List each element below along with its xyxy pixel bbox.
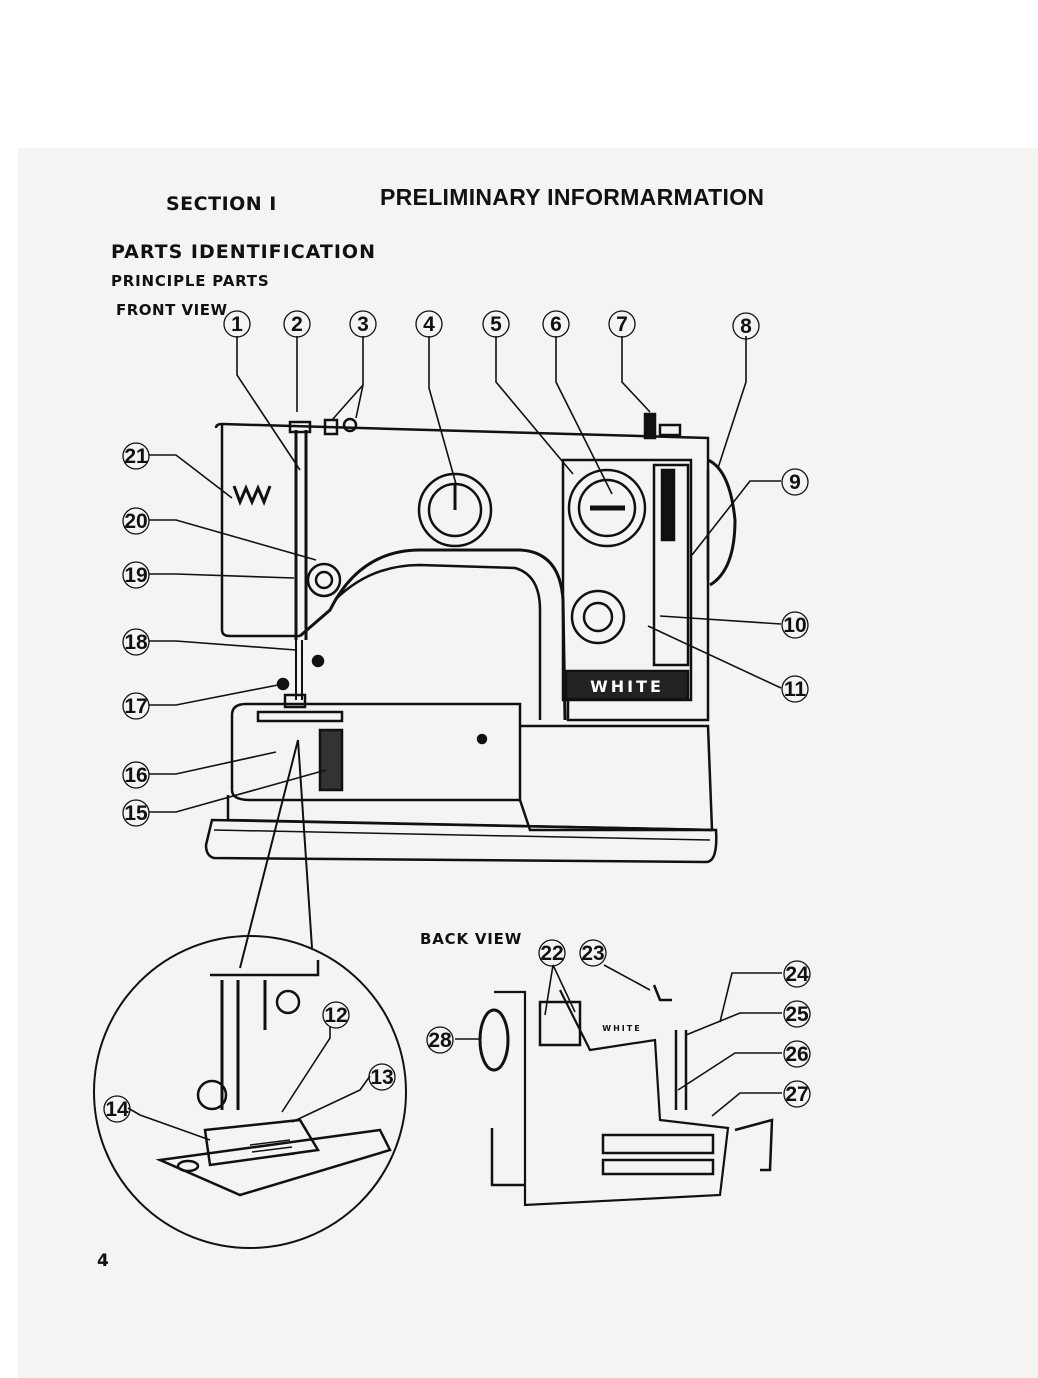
callout-1: 1 bbox=[231, 313, 243, 336]
callout-24: 24 bbox=[785, 963, 809, 986]
magnified-detail bbox=[93, 739, 407, 1249]
callout-18: 18 bbox=[124, 631, 148, 654]
callout-21: 21 bbox=[124, 445, 148, 468]
callout-19: 19 bbox=[124, 564, 147, 587]
callout-23: 23 bbox=[581, 942, 604, 965]
callout-12: 12 bbox=[324, 1004, 347, 1027]
callout-2: 2 bbox=[291, 313, 303, 336]
front-machine-illustration: WHITE bbox=[204, 412, 737, 864]
callout-9: 9 bbox=[789, 471, 801, 494]
callout-22: 22 bbox=[540, 942, 563, 965]
page-title: PRELIMINARY INFORMARMATION bbox=[380, 184, 765, 210]
callout-6: 6 bbox=[550, 313, 562, 336]
callout-26: 26 bbox=[785, 1043, 808, 1066]
callout-15: 15 bbox=[124, 802, 148, 825]
back-brand-logo: WHITE bbox=[602, 1024, 641, 1033]
callout-5: 5 bbox=[490, 313, 502, 336]
callout-10: 10 bbox=[783, 614, 806, 637]
back-machine-illustration: WHITE bbox=[478, 984, 774, 1207]
callout-27: 27 bbox=[785, 1083, 808, 1106]
callout-28: 28 bbox=[428, 1029, 452, 1052]
page-number: 4 bbox=[97, 1251, 110, 1271]
parts-identification-heading: PARTS IDENTIFICATION bbox=[111, 241, 376, 263]
back-view-label: BACK VIEW bbox=[420, 930, 523, 948]
front-callout-leaders bbox=[149, 336, 782, 813]
callout-16: 16 bbox=[124, 764, 147, 787]
callout-20: 20 bbox=[124, 510, 147, 533]
section-label: SECTION I bbox=[166, 193, 277, 215]
callout-8: 8 bbox=[740, 315, 752, 338]
principle-parts-heading: PRINCIPLE PARTS bbox=[111, 272, 270, 290]
callout-4: 4 bbox=[423, 313, 435, 336]
back-callout-leaders bbox=[455, 964, 782, 1117]
callout-7: 7 bbox=[616, 313, 628, 336]
callout-14: 14 bbox=[105, 1098, 129, 1121]
callout-11: 11 bbox=[784, 678, 807, 701]
callout-17: 17 bbox=[124, 695, 147, 718]
front-brand-logo: WHITE bbox=[590, 677, 664, 696]
callout-circles bbox=[103, 310, 811, 1123]
callout-13: 13 bbox=[370, 1066, 393, 1089]
callout-25: 25 bbox=[785, 1003, 809, 1026]
callout-3: 3 bbox=[357, 313, 369, 336]
